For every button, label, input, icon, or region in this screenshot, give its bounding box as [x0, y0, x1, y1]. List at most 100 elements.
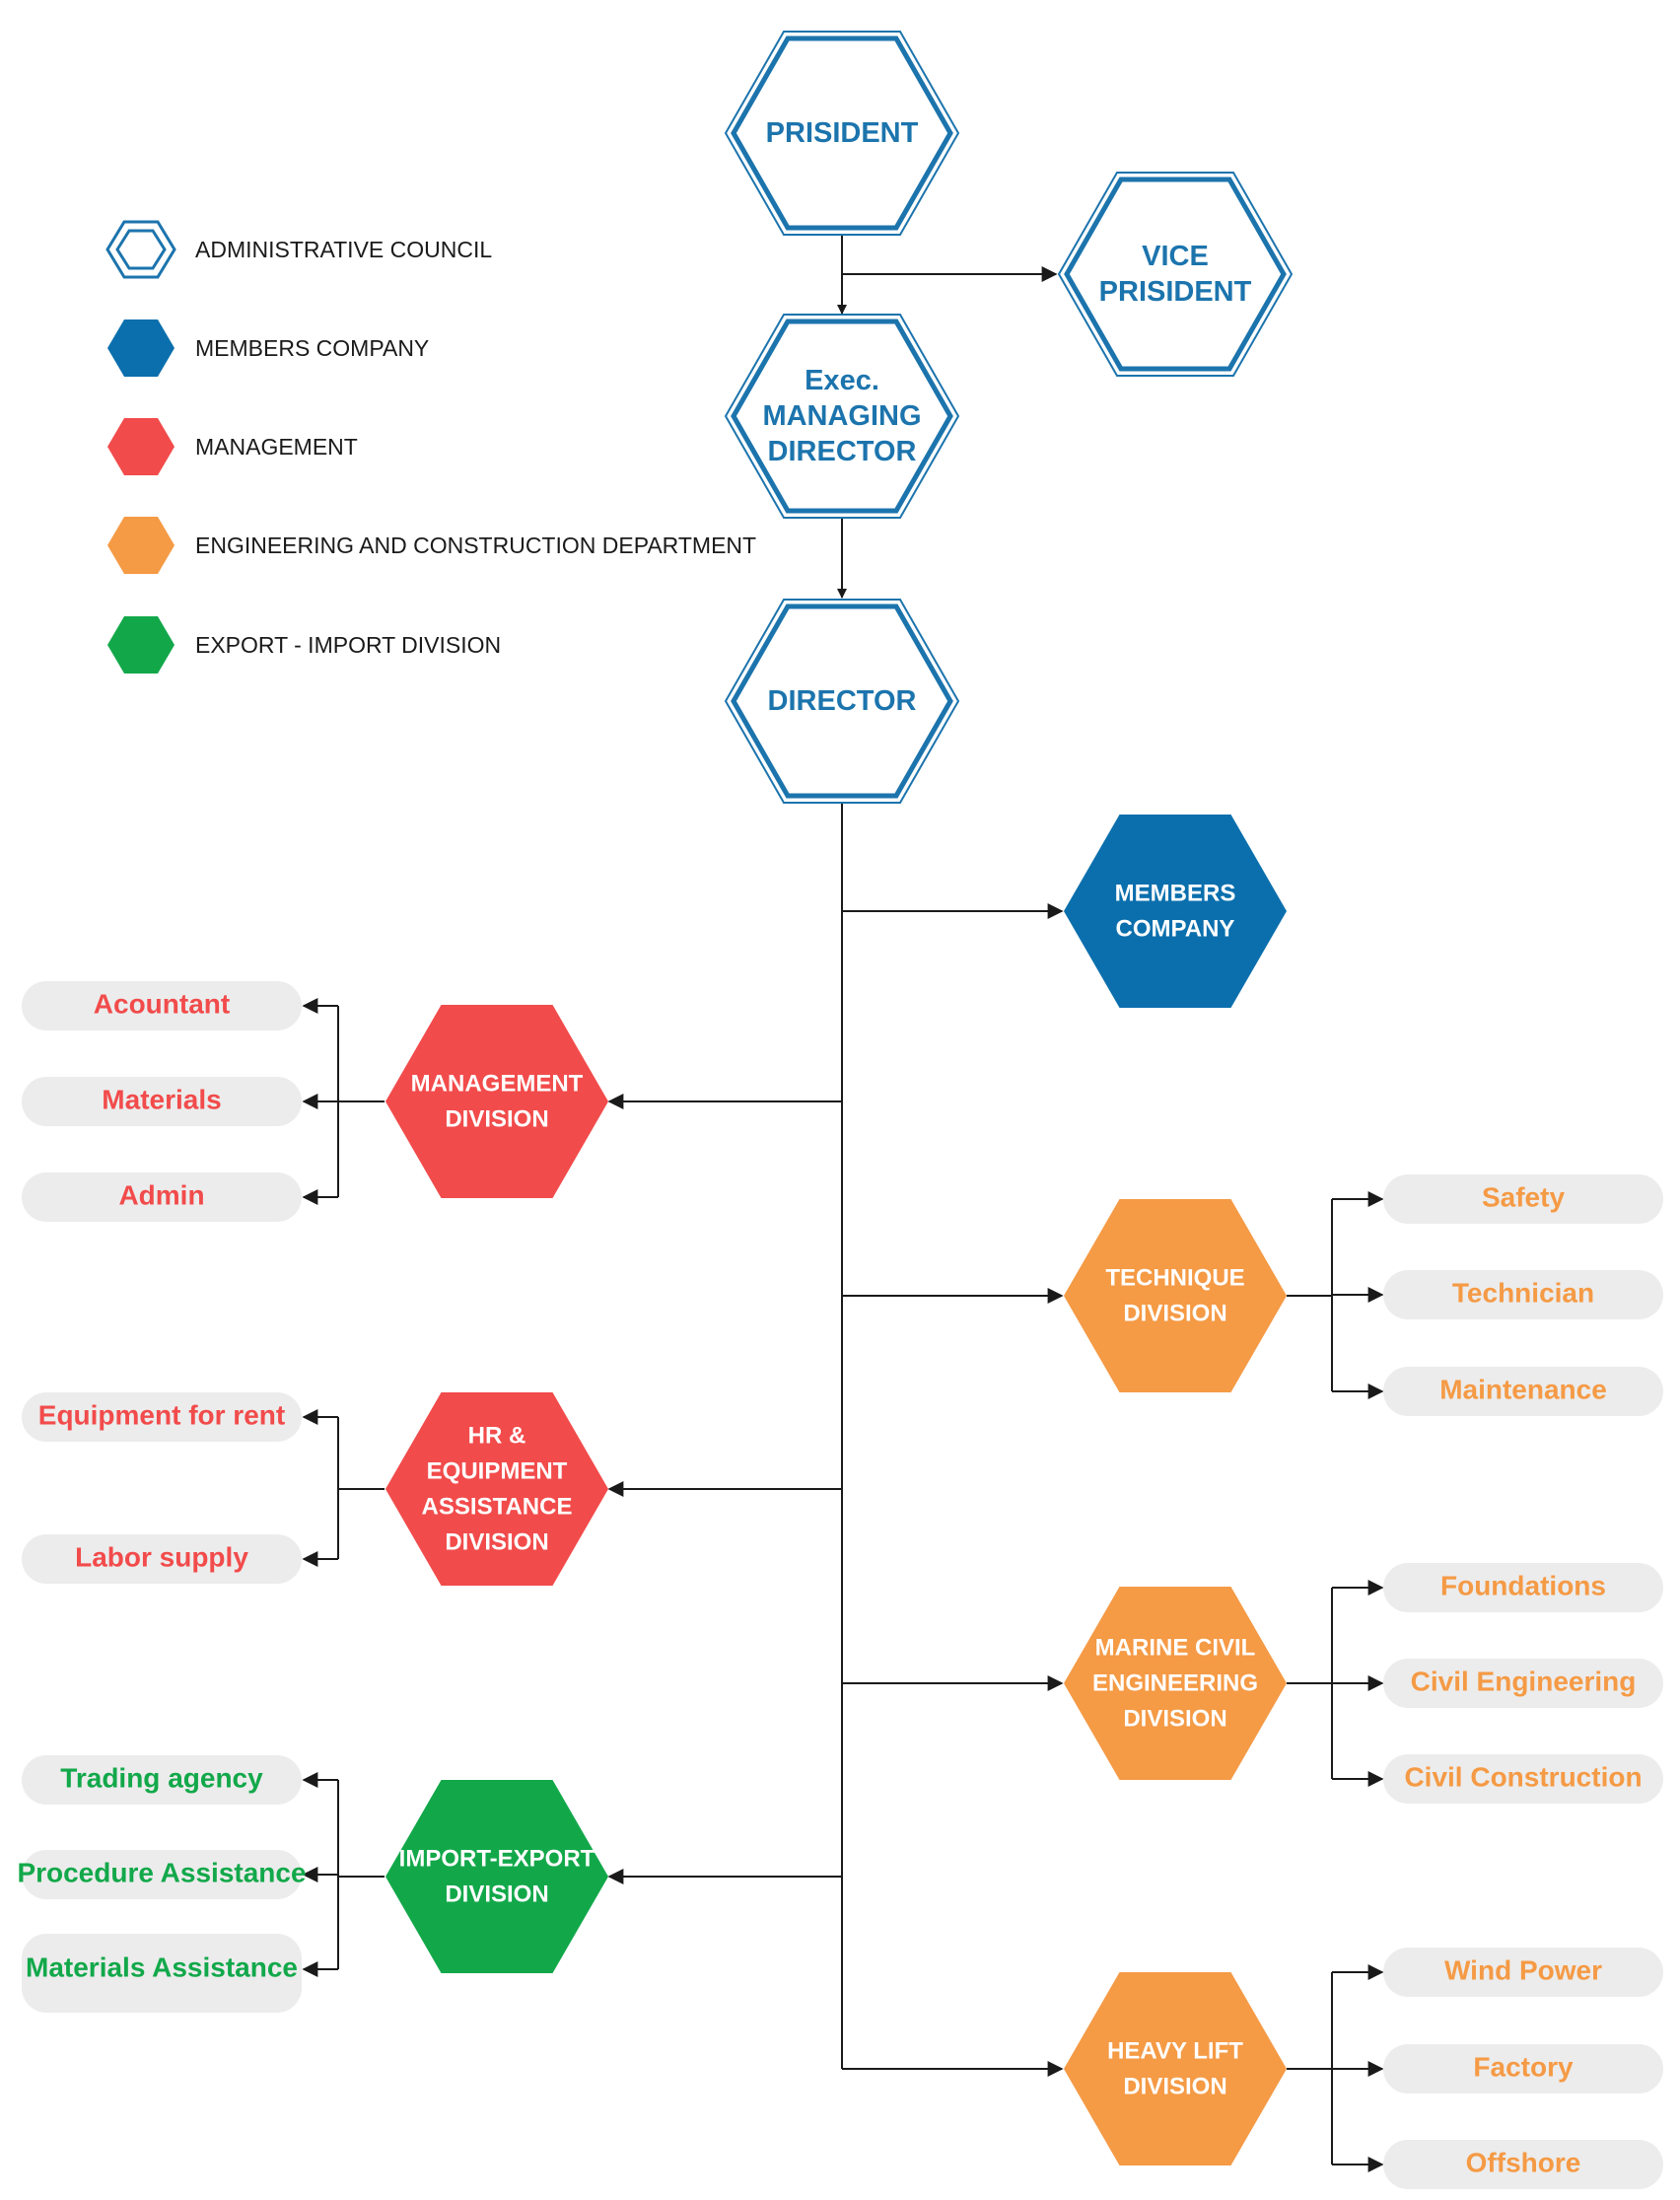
item-label: Procedure Assistance [17, 1858, 306, 1888]
item-label: Materials Assistance [26, 1952, 298, 1983]
node-technique-division-label-1: TECHNIQUE [1105, 1265, 1244, 1292]
item-label: Offshore [1466, 2148, 1581, 2178]
item-management-division-2: Materials [22, 1077, 302, 1126]
node-director: DIRECTOR [724, 599, 960, 804]
legend-item-export: EXPORT - IMPORT DIVISION [107, 616, 501, 674]
node-heavy-lift-division-label-1: HEAVY LIFT [1107, 2038, 1243, 2065]
item-label: Factory [1473, 2052, 1574, 2083]
item-hr-division-1: Equipment for rent [22, 1392, 302, 1442]
node-director-label-1: DIRECTOR [768, 685, 917, 717]
legend-label-engineering: ENGINEERING AND CONSTRUCTION DEPARTMENT [195, 532, 756, 558]
node-exec-director-label-1: Exec. [805, 365, 879, 396]
item-management-division-3: Admin [22, 1172, 302, 1222]
hexagon-inner-shape [731, 319, 953, 514]
item-pill-shape [22, 1755, 302, 1805]
hexagon-inner-shape [731, 603, 953, 799]
node-members-company-label-1: MEMBERS [1115, 881, 1236, 907]
legend-item-members: MEMBERS COMPANY [107, 319, 429, 377]
item-label: Civil Construction [1404, 1762, 1642, 1793]
hexagon-engineering-shape [1064, 1972, 1287, 2165]
legend-hexagon-engineering-icon [107, 517, 175, 574]
node-hr-division-label-1: HR & [468, 1423, 526, 1450]
legend-item-engineering: ENGINEERING AND CONSTRUCTION DEPARTMENT [107, 517, 756, 574]
hexagon-engineering-shape [1064, 1587, 1287, 1780]
item-management-division-1: Acountant [22, 981, 302, 1030]
item-pill-shape [1383, 1367, 1663, 1416]
hexagon-management-shape [385, 1392, 608, 1586]
node-president-label-1: PRISIDENT [766, 117, 919, 149]
item-pill-shape [22, 1392, 302, 1442]
item-import-export-division-1: Trading agency [22, 1755, 302, 1805]
node-marine-division-label-1: MARINE CIVIL [1095, 1635, 1256, 1662]
item-pill-shape [22, 1534, 302, 1584]
legend-label-export: EXPORT - IMPORT DIVISION [195, 632, 501, 658]
item-marine-division-2: Civil Engineering [1383, 1659, 1663, 1708]
item-pill-shape [1383, 1754, 1663, 1804]
node-president: PRISIDENT [724, 31, 960, 236]
hexagon-inner-shape [731, 35, 953, 231]
item-heavy-lift-division-2: Factory [1383, 2044, 1663, 2094]
item-pill-shape [1383, 1174, 1663, 1224]
item-technique-division-1: Safety [1383, 1174, 1663, 1224]
item-label: Civil Engineering [1411, 1667, 1637, 1697]
node-technique-division: TECHNIQUE DIVISION [1064, 1199, 1287, 1392]
node-heavy-lift-division-label-2: DIVISION [1123, 2074, 1226, 2100]
node-import-export-division: IMPORT-EXPORT DIVISION [385, 1780, 608, 1973]
node-marine-division-label-2: ENGINEERING [1092, 1670, 1258, 1697]
item-label: Wind Power [1444, 1955, 1602, 1986]
node-hr-division-label-4: DIVISION [445, 1529, 548, 1556]
node-import-export-division-label-2: DIVISION [445, 1881, 548, 1908]
item-label: Trading agency [60, 1763, 263, 1794]
nodes: PRISIDENT VICE PRISIDENT Exec. MANAGING DIREC… [385, 31, 1294, 2165]
item-pill-shape [1383, 1270, 1663, 1319]
hexagon-export-shape [385, 1780, 608, 1973]
item-technique-division-2: Technician [1383, 1270, 1663, 1319]
node-heavy-lift-division: HEAVY LIFT DIVISION [1064, 1972, 1287, 2165]
item-import-export-division-3: Materials Assistance [22, 1934, 302, 2013]
hexagon-members-shape [1064, 815, 1287, 1008]
item-pill-shape [1383, 1563, 1663, 1612]
hexagon-engineering-shape [1064, 1199, 1287, 1392]
item-pill-shape [22, 1850, 302, 1899]
item-label: Admin [118, 1180, 204, 1211]
item-label: Technician [1452, 1278, 1594, 1309]
legend-label-management: MANAGEMENT [195, 434, 358, 460]
node-import-export-division-label-1: IMPORT-EXPORT [399, 1846, 595, 1873]
legend-label-council: ADMINISTRATIVE COUNCIL [195, 237, 492, 262]
item-pill-shape [22, 981, 302, 1030]
legend-label-members: MEMBERS COMPANY [195, 335, 429, 361]
legend: ADMINISTRATIVE COUNCIL MEMBERS COMPANY MAN… [105, 220, 756, 674]
item-label: Labor supply [75, 1542, 248, 1573]
legend-hexagon-inner-icon [115, 229, 167, 270]
node-members-company: MEMBERS COMPANY [1064, 815, 1287, 1008]
item-pill-shape [1383, 2140, 1663, 2189]
item-label: Equipment for rent [38, 1400, 285, 1431]
node-technique-division-label-2: DIVISION [1123, 1301, 1226, 1327]
item-label: Acountant [94, 989, 230, 1020]
legend-hexagon-members-icon [107, 319, 175, 377]
item-marine-division-3: Civil Construction [1383, 1754, 1663, 1804]
node-management-division-label-2: DIVISION [445, 1106, 548, 1133]
node-vice-president-label-2: PRISIDENT [1099, 276, 1252, 308]
node-vice-president-label-1: VICE [1142, 241, 1209, 272]
node-hr-division-label-2: EQUIPMENT [427, 1458, 568, 1485]
item-label: Maintenance [1439, 1375, 1607, 1405]
item-pill-shape [1383, 1948, 1663, 1997]
item-pill-shape [1383, 1659, 1663, 1708]
hexagon-management-shape [385, 1005, 608, 1198]
node-vice-president: VICE PRISIDENT [1057, 172, 1294, 377]
node-exec-director-label-2: MANAGING [762, 400, 921, 432]
node-exec-director-label-3: DIRECTOR [768, 436, 917, 467]
legend-item-management: MANAGEMENT [107, 418, 358, 475]
item-import-export-division-2: Procedure Assistance [17, 1850, 307, 1899]
item-pill-shape [22, 1172, 302, 1222]
node-members-company-label-2: COMPANY [1116, 916, 1235, 943]
item-heavy-lift-division-1: Wind Power [1383, 1948, 1663, 1997]
node-exec-director: Exec. MANAGING DIRECTOR [724, 314, 960, 519]
item-marine-division-1: Foundations [1383, 1563, 1663, 1612]
